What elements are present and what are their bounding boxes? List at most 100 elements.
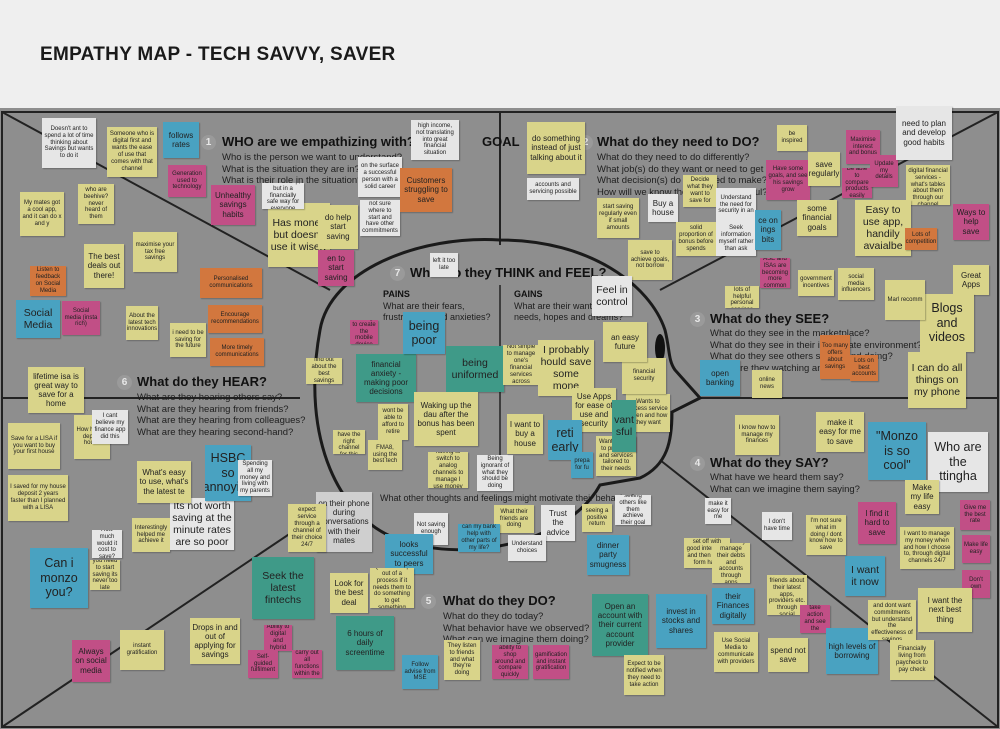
sticky-note[interactable]: seeing a positive return bbox=[582, 504, 612, 532]
sticky-note[interactable]: Use Social Media to communicate with pro… bbox=[714, 632, 758, 672]
sticky-note[interactable]: I know how to manage my finances bbox=[735, 415, 779, 455]
sticky-note[interactable]: Customers struggling to save bbox=[400, 168, 452, 212]
sticky-note[interactable]: left it too late bbox=[430, 253, 458, 277]
sticky-note[interactable]: Waking up the dau after the bonus has be… bbox=[414, 392, 478, 446]
sticky-note[interactable]: I'm not sure what im doing / dont know h… bbox=[806, 515, 846, 555]
sticky-note[interactable]: 6 hours of daily screentime bbox=[336, 616, 394, 670]
sticky-note[interactable]: who are beehive? never heard of them bbox=[78, 184, 114, 224]
sticky-note[interactable]: Buy a house bbox=[648, 194, 678, 222]
sticky-note[interactable]: i need to be saving for the future bbox=[170, 323, 206, 357]
sticky-note[interactable]: not sure where to start and have other c… bbox=[360, 200, 400, 236]
sticky-note[interactable]: Social Media bbox=[16, 300, 60, 338]
sticky-note[interactable]: Who are the ttingha bbox=[928, 432, 988, 492]
sticky-note[interactable]: seeing others like them achieve their go… bbox=[615, 495, 651, 525]
sticky-note[interactable]: Unhealthy savings habits bbox=[211, 185, 255, 225]
sticky-note[interactable]: wont be able to afford to retire bbox=[378, 404, 408, 440]
sticky-note[interactable]: open banking bbox=[700, 360, 740, 396]
sticky-note[interactable]: financial anxiety - making poor decision… bbox=[356, 354, 416, 402]
sticky-note[interactable]: gamification and instant gratification bbox=[533, 645, 569, 679]
sticky-note[interactable]: financial security bbox=[622, 358, 666, 394]
sticky-note[interactable]: Seek information myself rather than ask bbox=[716, 222, 756, 256]
sticky-note[interactable]: having to create the mobile device bbox=[350, 320, 378, 344]
sticky-note[interactable]: Listen to feedback on Social Media bbox=[30, 266, 66, 296]
sticky-note[interactable]: you need to start saving its never too l… bbox=[90, 560, 120, 590]
sticky-note[interactable]: Make life easy bbox=[962, 535, 990, 563]
sticky-note[interactable]: online news bbox=[752, 370, 782, 398]
sticky-note[interactable]: Look for the best deal bbox=[330, 573, 368, 613]
sticky-note[interactable]: social media influencers bbox=[838, 268, 874, 300]
sticky-note[interactable]: Someone who is digital first and wants t… bbox=[107, 127, 157, 177]
sticky-note[interactable]: solid proportion of bonus before spends bbox=[676, 222, 716, 256]
sticky-note[interactable]: Update my details bbox=[870, 155, 898, 187]
sticky-note[interactable]: Spending all my money and living with my… bbox=[238, 460, 272, 496]
sticky-note[interactable]: I probably hould save some mone bbox=[538, 340, 594, 396]
sticky-note[interactable]: I don't have time bbox=[762, 512, 792, 540]
sticky-note[interactable]: being uniformed bbox=[446, 346, 504, 392]
sticky-note[interactable]: Social media (insta rich) bbox=[62, 301, 100, 335]
sticky-note[interactable]: I can do all things on my phone bbox=[908, 352, 966, 408]
sticky-note[interactable]: I want it now bbox=[845, 556, 885, 596]
sticky-note[interactable]: en to start saving bbox=[318, 250, 354, 286]
sticky-note[interactable]: What their friends are doing bbox=[494, 505, 534, 533]
sticky-note[interactable]: where do i find out about the best savin… bbox=[306, 358, 342, 384]
sticky-note[interactable]: Trust the advice bbox=[541, 505, 575, 541]
sticky-note[interactable]: Always on social media bbox=[72, 640, 110, 682]
sticky-note[interactable]: invest in stocks and shares bbox=[656, 594, 706, 648]
sticky-note[interactable]: spend not save bbox=[768, 638, 808, 672]
sticky-note[interactable]: do help start saving bbox=[318, 205, 358, 249]
sticky-note[interactable]: The core digital financial services - wh… bbox=[906, 165, 950, 205]
sticky-note[interactable]: I want the next best thing bbox=[918, 588, 972, 632]
sticky-note[interactable]: Apps on lots of helpful personal service… bbox=[725, 286, 759, 308]
sticky-note[interactable]: expect service through a channel of thei… bbox=[288, 504, 326, 552]
sticky-note[interactable]: Quick to drop out of a process if it nee… bbox=[370, 568, 414, 608]
sticky-note[interactable]: Understand choices bbox=[508, 535, 546, 561]
sticky-note[interactable]: Its not worth saving at the minute rates… bbox=[170, 498, 234, 550]
sticky-note[interactable]: cannot know and dont want commitments bu… bbox=[868, 600, 916, 640]
sticky-note[interactable]: their Finances digitally bbox=[712, 588, 754, 624]
sticky-note[interactable]: Decide what they want to save for bbox=[683, 175, 717, 207]
sticky-note[interactable]: Can i monzo you? bbox=[30, 548, 88, 608]
sticky-note[interactable]: Proactively manage their debts and accou… bbox=[712, 543, 750, 583]
sticky-note[interactable]: I saved for my house deposit 2 years fas… bbox=[8, 475, 68, 521]
sticky-note[interactable]: Financially living from paycheck to pay … bbox=[890, 640, 934, 680]
sticky-note[interactable]: lifetime isa is great way to save for a … bbox=[28, 367, 84, 413]
sticky-note[interactable]: ASE and ISAs are becoming more common bbox=[760, 258, 790, 288]
sticky-note[interactable]: high income, not translating into great … bbox=[411, 120, 459, 160]
sticky-note[interactable]: I want to manage my money when and how I… bbox=[900, 527, 954, 569]
sticky-note[interactable]: Lots on best accounts bbox=[850, 355, 878, 381]
sticky-note[interactable]: Ways to help save bbox=[953, 204, 989, 240]
sticky-note[interactable]: being poor bbox=[403, 312, 445, 354]
sticky-note[interactable]: Give me the best rate bbox=[960, 500, 990, 530]
sticky-note[interactable]: The best deals out there! bbox=[84, 244, 124, 288]
sticky-note[interactable]: follows rates bbox=[163, 122, 199, 158]
sticky-note[interactable]: Too many offers about savings bbox=[820, 335, 850, 379]
sticky-note[interactable]: maximise your tax free savings bbox=[133, 232, 177, 272]
sticky-note[interactable]: start saving regularly even if small amo… bbox=[597, 198, 639, 238]
sticky-note[interactable]: Marl recomm bbox=[885, 280, 925, 320]
sticky-note[interactable]: Ability to carry out all functions withi… bbox=[292, 650, 322, 678]
sticky-note[interactable]: Have some goals, and see his savings gro… bbox=[766, 160, 810, 200]
sticky-note[interactable]: be inspired bbox=[777, 125, 807, 151]
sticky-note[interactable]: Understand the need for security in an bbox=[716, 188, 756, 222]
sticky-note[interactable]: save regularly bbox=[808, 152, 840, 186]
sticky-note[interactable]: Generation used to technology bbox=[168, 165, 206, 197]
sticky-note[interactable]: make it easy for me bbox=[705, 498, 731, 524]
sticky-note[interactable]: Open an account with their current accou… bbox=[592, 594, 648, 656]
sticky-note[interactable]: What's easy to use, what's the latest te bbox=[137, 461, 191, 503]
sticky-note[interactable]: looks successful to peers bbox=[385, 534, 433, 574]
sticky-note[interactable]: Self-guided fulfilment bbox=[248, 650, 278, 678]
sticky-note[interactable]: can my bank help with other parts of my … bbox=[458, 524, 500, 552]
sticky-note[interactable]: They listen to friends and what they're … bbox=[444, 640, 480, 680]
sticky-note[interactable]: My mates got a cool app, and it can do x… bbox=[20, 192, 64, 236]
sticky-note[interactable]: Personalised communications bbox=[200, 268, 262, 298]
sticky-note[interactable]: vant sful bbox=[612, 400, 636, 452]
sticky-note[interactable]: Ability to digital and hybrid bbox=[264, 625, 292, 651]
sticky-note[interactable]: having to switch to analog channels to m… bbox=[428, 452, 468, 488]
sticky-note[interactable]: Great Apps bbox=[953, 265, 989, 295]
sticky-note[interactable]: need to plan and develop good habits bbox=[896, 106, 952, 160]
sticky-note[interactable]: I find it hard to save bbox=[858, 502, 896, 544]
sticky-note[interactable]: "Monzo is so cool" bbox=[868, 422, 926, 480]
sticky-note[interactable]: instant gratification bbox=[120, 630, 164, 670]
sticky-note[interactable]: Being ignorant of what they should be do… bbox=[477, 455, 513, 491]
sticky-note[interactable]: ce on ings bits bbox=[755, 210, 781, 250]
